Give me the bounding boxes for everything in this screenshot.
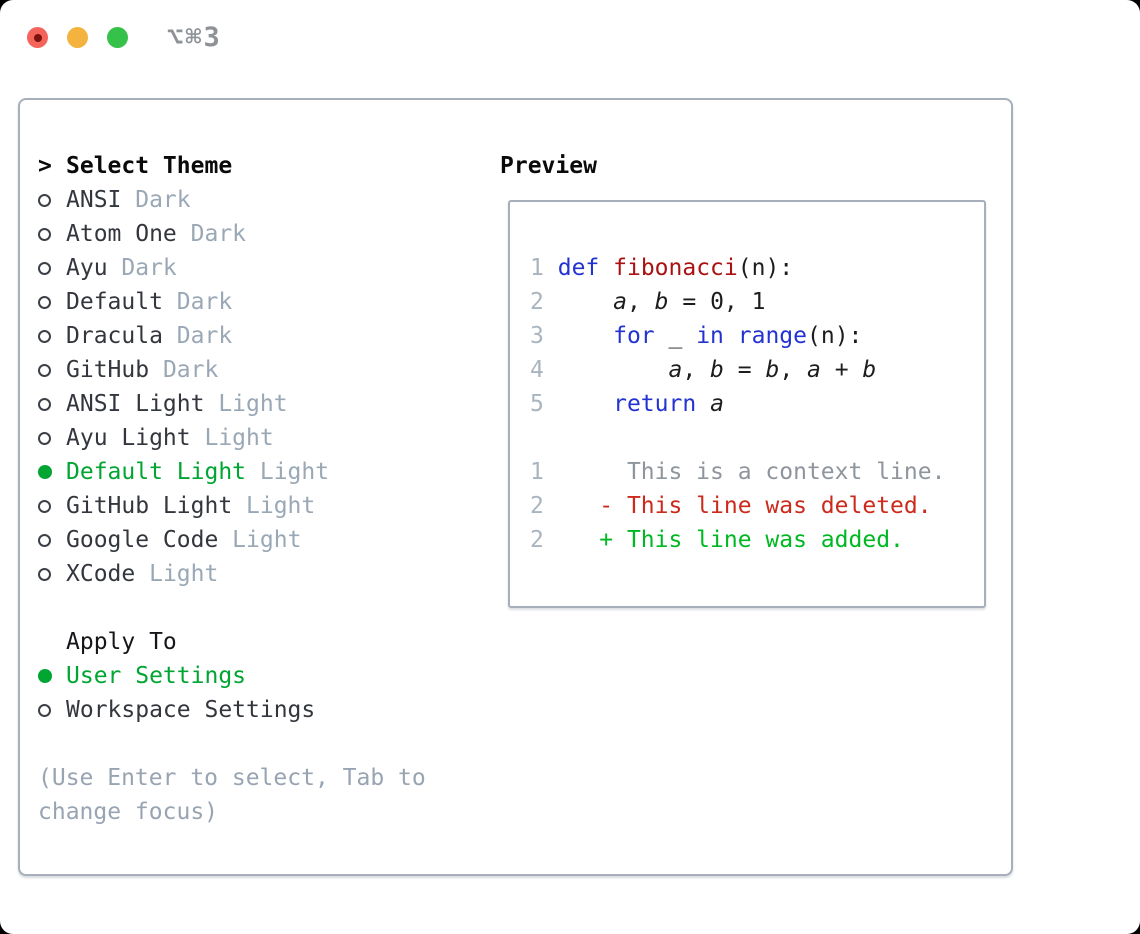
theme-option-ayu[interactable]: Ayu Dark	[38, 251, 488, 285]
theme-option-label: XCode	[66, 561, 136, 587]
radio-icon	[38, 193, 51, 207]
theme-variant-badge: Dark	[162, 289, 233, 315]
radio-selected-icon	[38, 669, 52, 683]
theme-option-label: Dracula	[66, 323, 163, 349]
hint-text: (Use Enter to select, Tab to change focus…	[38, 761, 488, 829]
theme-option-label: Atom One	[66, 221, 177, 247]
radio-icon	[38, 533, 51, 547]
theme-variant-badge: Light	[204, 391, 288, 417]
preview-box	[508, 200, 986, 608]
theme-option-label: Google Code	[66, 527, 219, 553]
theme-option-ansi-light[interactable]: ANSI Light Light	[38, 387, 488, 421]
theme-option-default[interactable]: Default Dark	[38, 285, 488, 319]
theme-option-ayu-light[interactable]: Ayu Light Light	[38, 421, 488, 455]
radio-icon	[38, 703, 51, 717]
theme-option-label: Ayu	[66, 255, 108, 281]
close-button[interactable]	[27, 27, 48, 48]
theme-option-xcode[interactable]: XCode Light	[38, 557, 488, 591]
window-title: ⌥⌘3	[167, 22, 222, 53]
hint-line: change focus)	[38, 799, 219, 825]
minimize-button[interactable]	[67, 27, 88, 48]
theme-option-label: Default	[66, 289, 163, 315]
radio-icon	[38, 329, 51, 343]
theme-option-default-light[interactable]: Default Light Light	[38, 455, 488, 489]
apply-option-label: User Settings	[66, 663, 247, 689]
cursor-indicator: >	[38, 153, 52, 179]
radio-icon	[38, 363, 51, 377]
radio-icon	[38, 295, 51, 309]
theme-option-label: GitHub	[66, 357, 150, 383]
apply-option-user-settings[interactable]: User Settings	[38, 659, 488, 693]
theme-variant-badge: Light	[246, 459, 330, 485]
theme-option-label: Ayu Light	[66, 425, 191, 451]
radio-icon	[38, 567, 51, 581]
radio-selected-icon	[38, 465, 52, 479]
theme-variant-badge: Dark	[107, 255, 177, 281]
apply-to-header: Apply To	[38, 625, 488, 659]
theme-option-label: ANSI	[66, 187, 122, 213]
radio-icon	[38, 397, 51, 411]
hint-line: (Use Enter to select, Tab to	[38, 765, 426, 791]
theme-option-label: Default Light	[66, 459, 247, 485]
preview-code: 1 def fibonacci(n): 2 a, b = 0, 1 3 for …	[530, 255, 946, 553]
spacer	[38, 727, 488, 761]
radio-icon	[38, 261, 51, 275]
theme-variant-badge: Dark	[149, 357, 219, 383]
theme-variant-badge: Dark	[176, 221, 247, 247]
preview-title: Preview	[500, 153, 597, 179]
spacer	[38, 591, 488, 625]
select-theme-header: > Select Theme	[38, 149, 488, 183]
theme-option-ansi[interactable]: ANSI Dark	[38, 183, 488, 217]
apply-to-title: Apply To	[66, 629, 177, 655]
theme-variant-badge: Dark	[121, 187, 191, 213]
theme-variant-badge: Light	[135, 561, 219, 587]
theme-option-label: GitHub Light	[66, 493, 233, 519]
theme-variant-badge: Light	[232, 493, 316, 519]
apply-option-label: Workspace Settings	[66, 697, 316, 723]
select-theme-title: Select Theme	[66, 153, 233, 179]
theme-option-atom-one[interactable]: Atom One Dark	[38, 217, 488, 251]
unsaved-dot-icon	[33, 33, 42, 42]
theme-variant-badge: Dark	[162, 323, 233, 349]
radio-icon	[38, 431, 51, 445]
theme-option-github-light[interactable]: GitHub Light Light	[38, 489, 488, 523]
radio-icon	[38, 499, 51, 513]
theme-option-label: ANSI Light	[66, 391, 205, 417]
theme-option-github[interactable]: GitHub Dark	[38, 353, 488, 387]
theme-option-google-code[interactable]: Google Code Light	[38, 523, 488, 557]
radio-icon	[38, 227, 51, 241]
zoom-button[interactable]	[107, 27, 128, 48]
theme-variant-badge: Light	[218, 527, 302, 553]
apply-option-workspace-settings[interactable]: Workspace Settings	[38, 693, 488, 727]
theme-variant-badge: Light	[190, 425, 274, 451]
theme-option-dracula[interactable]: Dracula Dark	[38, 319, 488, 353]
